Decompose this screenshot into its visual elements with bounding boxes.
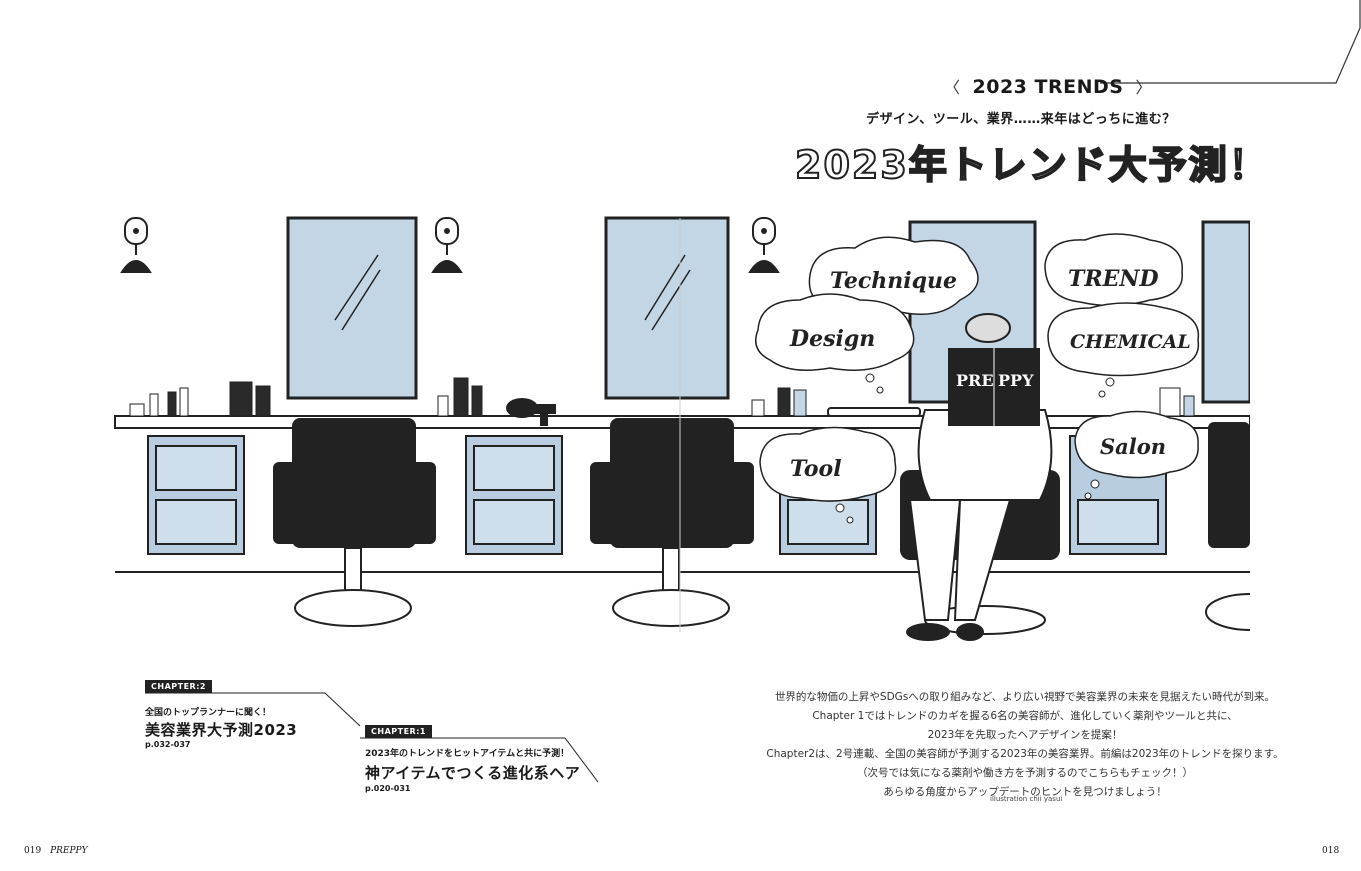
chapter-2-title[interactable]: 美容業界大予測2023 — [145, 721, 298, 739]
bubble-label-trend: TREND — [1068, 266, 1159, 292]
bubble-label-design: Design — [789, 326, 875, 352]
lead-line: Chapter 1ではトレンドのカギを握る6名の美容師が、進化していく薬剤やツー… — [812, 710, 1238, 722]
lead-line: Chapter2は、2号連載、全国の美容師が予測する2023年の美容業界。前編は… — [766, 748, 1284, 760]
chapter-badge: CHAPTER:1 — [365, 725, 432, 738]
page-subtitle: デザイン、ツール、業界……来年はどっちに進む？ — [866, 112, 1176, 127]
lead-line: あらゆる角度からアップデートのヒントを見つけましょう！ — [883, 786, 1167, 798]
magazine-label-right: PPY — [998, 371, 1034, 390]
mirror — [1201, 220, 1250, 404]
bubble-label-chemical: CHEMICAL — [1070, 331, 1191, 353]
chapter-1-lead: 2023年のトレンドをヒットアイテムと共に予測！ — [365, 749, 570, 759]
chapter-1-title[interactable]: 神アイテムでつくる進化系ヘア — [365, 764, 581, 782]
tag-bracket-open: 〈 — [944, 78, 961, 97]
page-number-left: 019 — [24, 846, 42, 856]
section-tag: 〈 2023 TRENDS 〉 — [932, 74, 1164, 98]
lead-line: 世界的な物価の上昇やSDGsへの取り組みなど、より広い視野で美容業界の未来を見据… — [774, 691, 1276, 703]
page-number-right: 018 — [1322, 846, 1340, 856]
mirror — [604, 216, 730, 400]
bubble-label-tool: Tool — [790, 456, 842, 482]
wall-lamp-icon — [748, 217, 780, 273]
thought-bubble-chemical — [1047, 302, 1200, 398]
chapter-badge: CHAPTER:2 — [145, 680, 212, 693]
magazine-brand: PREPPY — [50, 846, 88, 856]
thought-bubble-design — [755, 293, 915, 394]
chapter-1-block[interactable]: CHAPTER:1 — [365, 719, 432, 738]
illustration-credit: illustration chii yasui — [990, 795, 1063, 803]
chapter-rules — [145, 692, 599, 783]
salon-chair — [1205, 422, 1250, 631]
thought-bubble-tool — [759, 426, 897, 524]
lead-line: （次号では気になる薬剤や働き方を予測するのでこちらもチェック！） — [857, 767, 1193, 779]
thought-bubble-trend — [1044, 233, 1183, 307]
salon-chair — [273, 418, 436, 627]
chapter-2-block[interactable]: CHAPTER:2 — [145, 674, 212, 693]
hair-dryer-icon — [506, 398, 556, 426]
page-title: 2023年トレンド大予測！ — [794, 142, 1269, 188]
lead-line: 2023年を先取ったヘアデザインを提案！ — [927, 729, 1123, 741]
product-bottles — [129, 377, 1195, 417]
salon-chair — [590, 418, 754, 627]
lead-paragraph: 世界的な物価の上昇やSDGsへの取り組みなど、より広い視野で美容業界の未来を見据… — [760, 688, 1290, 802]
wall-lamp-icon — [431, 217, 463, 273]
cabinet — [465, 435, 563, 555]
bubble-label-technique: Technique — [830, 268, 957, 294]
wall-lamp-icon — [120, 217, 152, 273]
corner-rule-decoration — [1100, 0, 1361, 84]
tag-label: 2023 TRENDS — [972, 76, 1124, 98]
reading-man-figure — [900, 313, 1060, 641]
cabinet — [147, 435, 245, 555]
salon-illustration: PRE PPY Technique Design Tool TREND CHEM… — [114, 216, 1250, 641]
folio-left: 019 PREPPY — [24, 846, 88, 856]
flat-iron-icon — [827, 407, 921, 417]
chapter-1-pages: p.020-031 — [365, 784, 411, 793]
magazine-label-left: PRE — [956, 371, 994, 390]
chapter-2-pages: p.032-037 — [145, 740, 191, 749]
tag-bracket-close: 〉 — [1135, 78, 1152, 97]
mirror — [286, 216, 418, 400]
bubble-label-salon: Salon — [1100, 434, 1166, 459]
thought-bubble-salon — [1074, 410, 1199, 500]
chapter-2-lead: 全国のトップランナーに聞く！ — [145, 708, 272, 718]
